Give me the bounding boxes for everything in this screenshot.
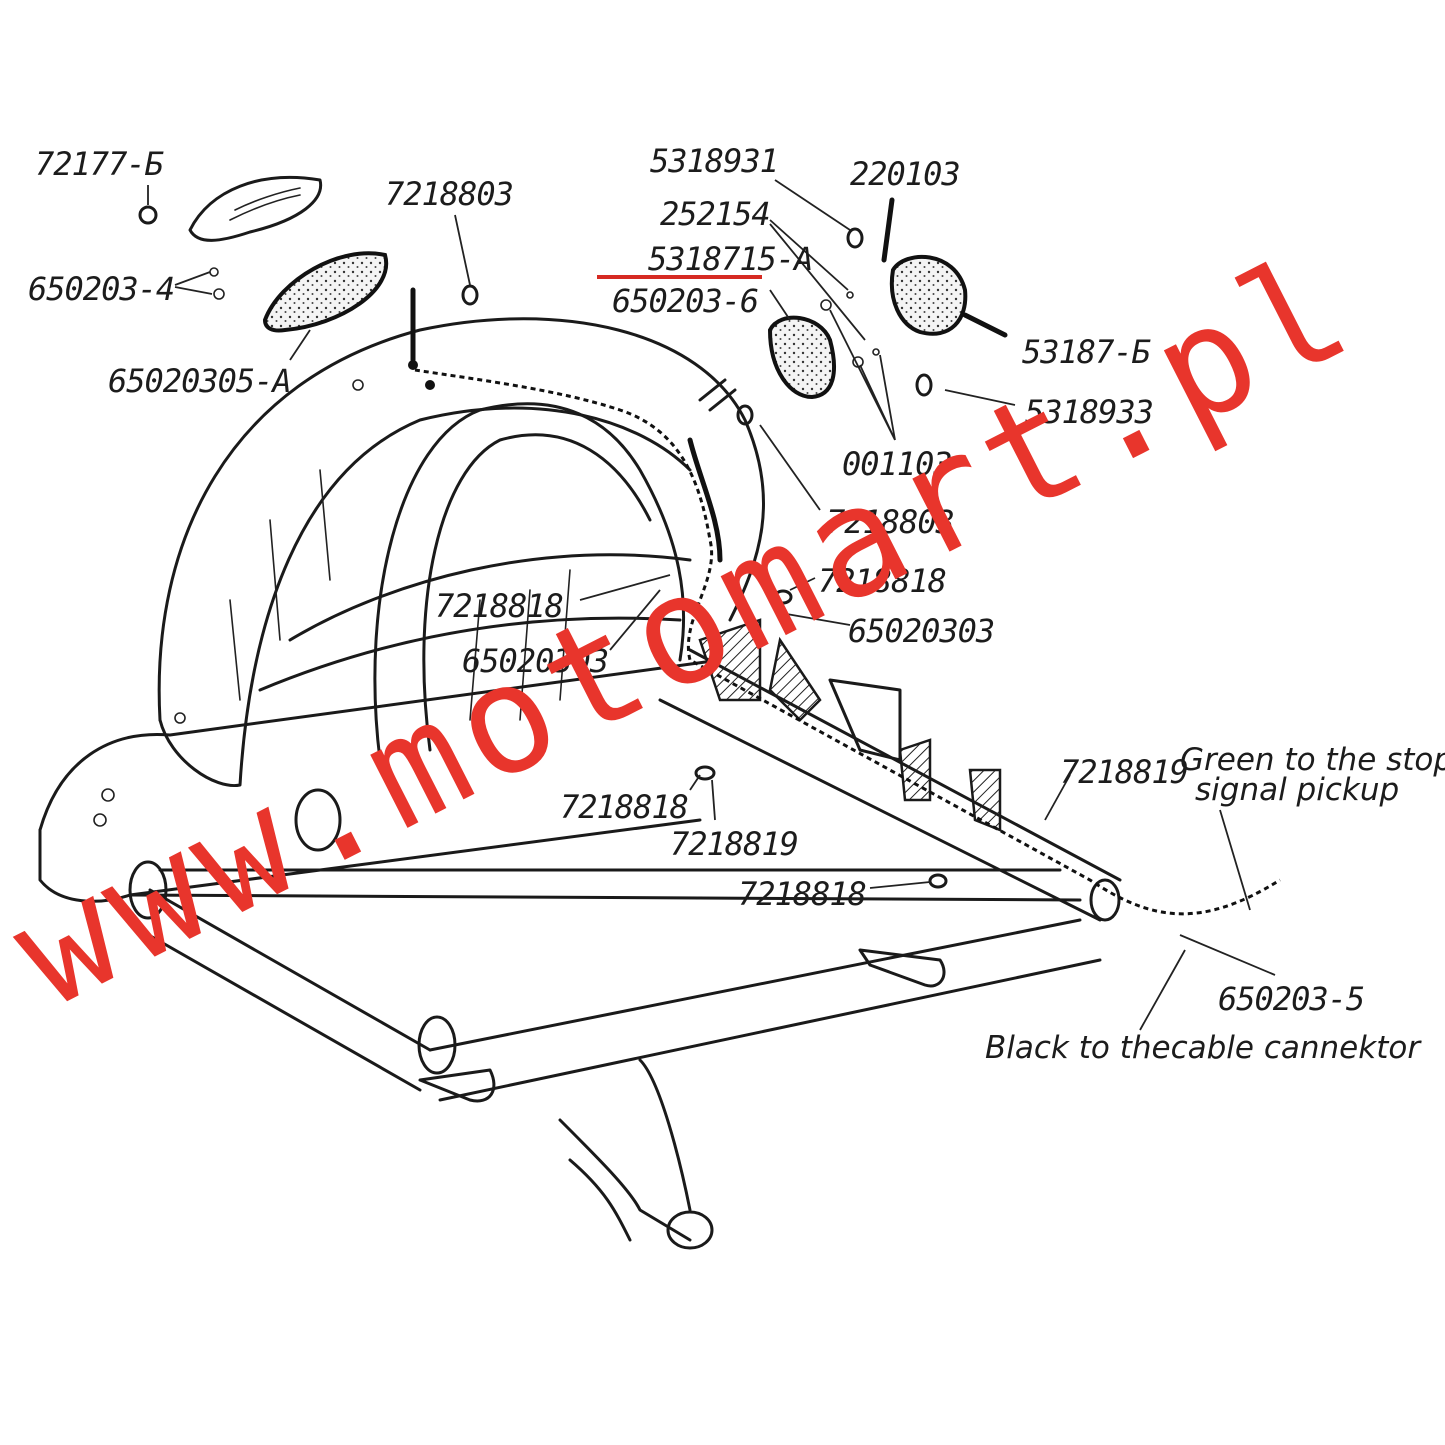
- watermark: www.motomart.pl: [0, 218, 1380, 1043]
- label-53187b: 53187-Б: [1022, 333, 1151, 371]
- label-65020303-left: 65020303: [462, 642, 608, 680]
- label-7218819-right: 7218819: [1060, 753, 1188, 791]
- frame-tube-cross: [128, 868, 1082, 902]
- rear-arch: [373, 402, 686, 762]
- wiring-notes: Green to the stop- signal pickup Black t…: [985, 742, 1445, 1066]
- label-650203-6: 650203-6: [612, 282, 758, 320]
- note-black: Black to thecable cannektor: [985, 1030, 1422, 1066]
- label-65020305a: 65020305-А: [108, 362, 291, 400]
- label-5318931: 5318931: [650, 142, 778, 180]
- label-7218818-bottom: 7218818: [738, 875, 866, 913]
- label-650203-4: 650203-4: [28, 270, 174, 308]
- front-fork-tube: [558, 1118, 692, 1242]
- rear-lamp-body: [881, 197, 1008, 338]
- label-7218803-mid: 7218803: [826, 503, 954, 541]
- note-green-line1: Green to the stop-: [1180, 742, 1445, 778]
- label-252154: 252154: [660, 195, 770, 233]
- label-001103: 001103: [842, 445, 952, 483]
- label-7218818-left: 7218818: [435, 587, 563, 625]
- label-7218818-right: 7218818: [818, 562, 946, 600]
- label-220103: 220103: [850, 155, 960, 193]
- label-5318715a: 5318715-А: [648, 240, 812, 278]
- label-7218819-b: 7218819: [670, 825, 798, 863]
- rear-lamp-lens: [767, 315, 836, 400]
- label-5318933: 5318933: [1025, 393, 1153, 431]
- label-65020303-right: 65020303: [848, 612, 994, 650]
- note-green-line2: signal pickup: [1195, 772, 1399, 808]
- wiring-cable: [414, 368, 1281, 916]
- frame-drawing: [38, 205, 1281, 1250]
- rear-fender: [157, 317, 765, 722]
- license-plate-lamp: [188, 175, 323, 242]
- label-650203-5: 650203-5: [1218, 980, 1364, 1018]
- lamp-lens-left: [262, 251, 389, 333]
- frame-tube-left: [38, 658, 722, 832]
- label-7218803-top: 7218803: [385, 175, 513, 213]
- part-labels: 72177-Б 7218803 650203-4 65020305-А 5318…: [28, 142, 1365, 1018]
- leader-lines: [147, 179, 1276, 1031]
- label-72177b: 72177-Б: [35, 145, 164, 183]
- label-7218818-b: 7218818: [560, 788, 688, 826]
